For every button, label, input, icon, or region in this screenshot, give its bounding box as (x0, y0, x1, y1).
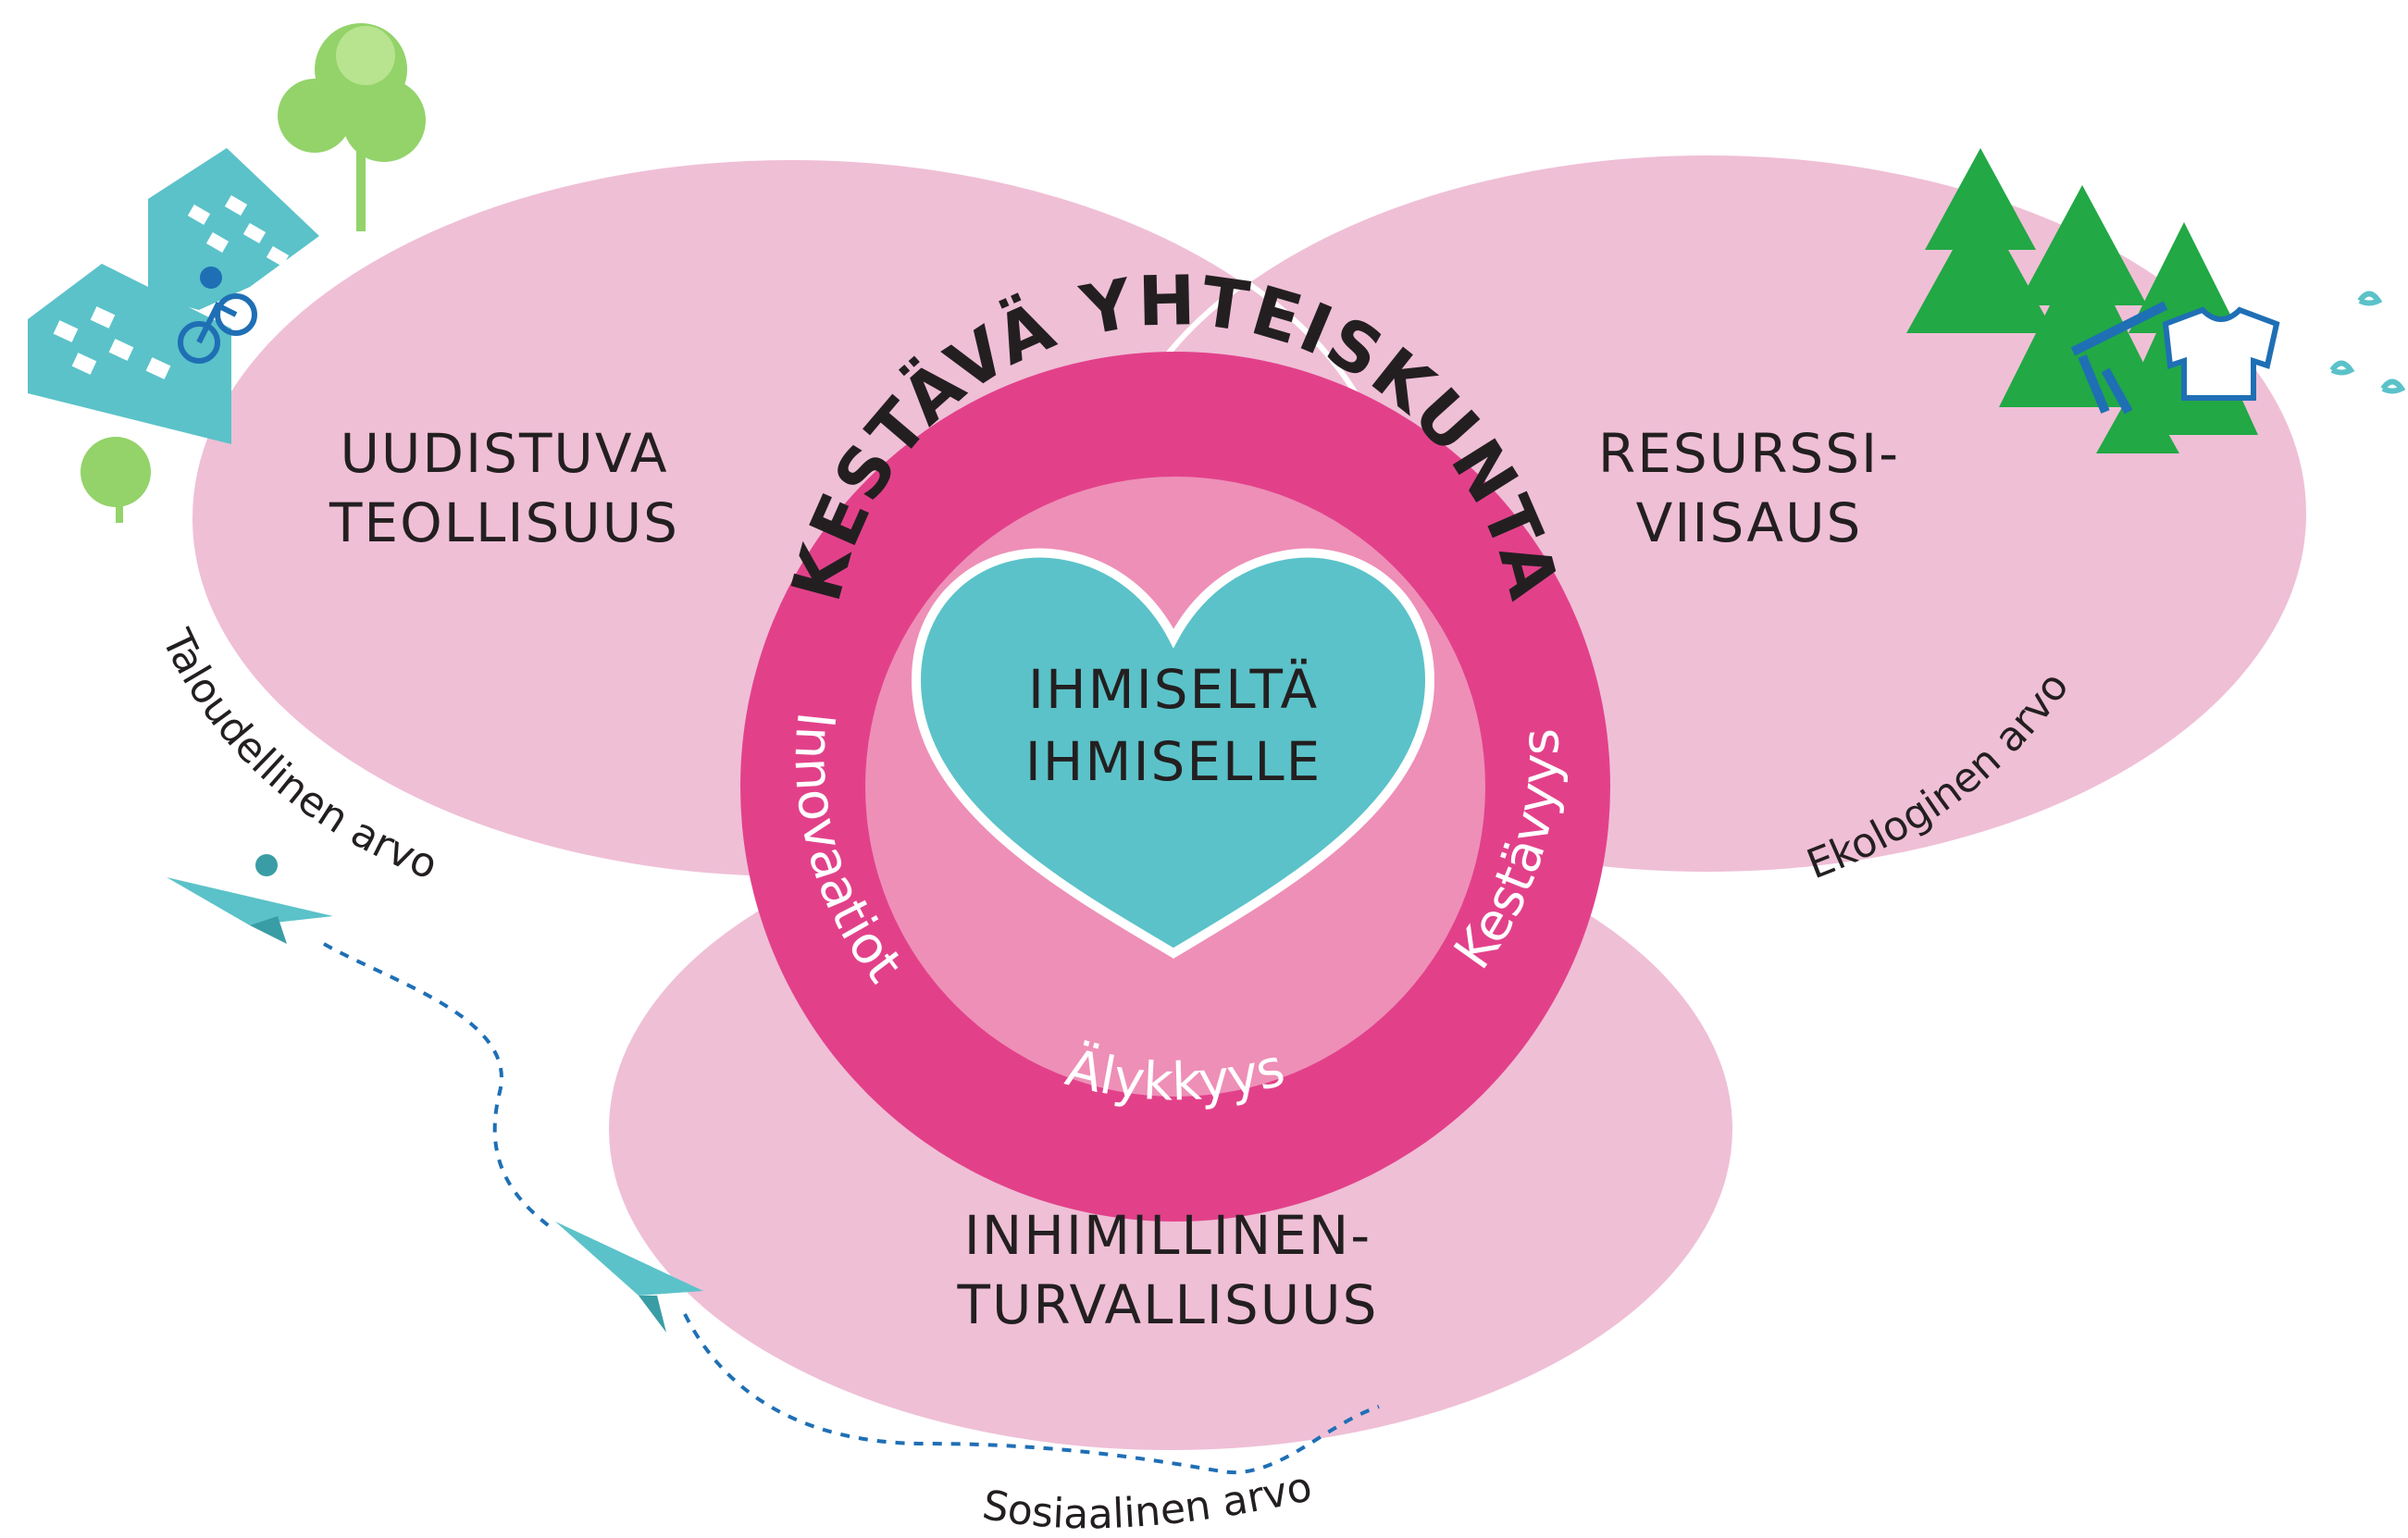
forest-illustration (1906, 148, 2406, 453)
chair-icon (2070, 301, 2168, 415)
left-petal-line-2: TEOLLISUUS (329, 491, 679, 554)
bottom-petal-line-2: TURVALLISUUS (957, 1273, 1379, 1336)
right-petal-line-1: RESURSSI- (1598, 422, 1900, 485)
building-right-icon (148, 148, 319, 310)
pine-tree-icon (1906, 148, 2054, 333)
bird-icon (2380, 378, 2406, 394)
bird-icon (2329, 360, 2355, 376)
paper-plane-trail (167, 854, 1380, 1475)
center-rings (740, 352, 1610, 1222)
tree-small-icon (81, 437, 151, 523)
tree-light-icon (278, 23, 426, 231)
cyclist-icon (178, 267, 257, 364)
center-line-1: IHMISELTÄ (1028, 658, 1319, 721)
shirt-icon (2162, 306, 2280, 401)
bottom-petal-line-1: INHIMILLINEN- (964, 1204, 1372, 1267)
paper-plane-icon (555, 1222, 703, 1296)
city-illustration (28, 23, 426, 523)
bird-icon (2357, 291, 2383, 306)
center-line-2: IHMISELLE (1025, 730, 1322, 793)
pine-tree-icon (2096, 379, 2179, 453)
pine-tree-icon (1999, 185, 2166, 407)
building-left-icon (28, 264, 231, 444)
left-petal-line-1: UUDISTUVA (340, 422, 668, 485)
heart-shape (911, 548, 1435, 959)
dotted-flight-path (323, 942, 1380, 1475)
paper-plane-icon (167, 877, 333, 925)
right-petal-line-2: VIISAUS (1636, 491, 1863, 554)
value-label-social: Sosiaalinen arvo (979, 1463, 1316, 1538)
